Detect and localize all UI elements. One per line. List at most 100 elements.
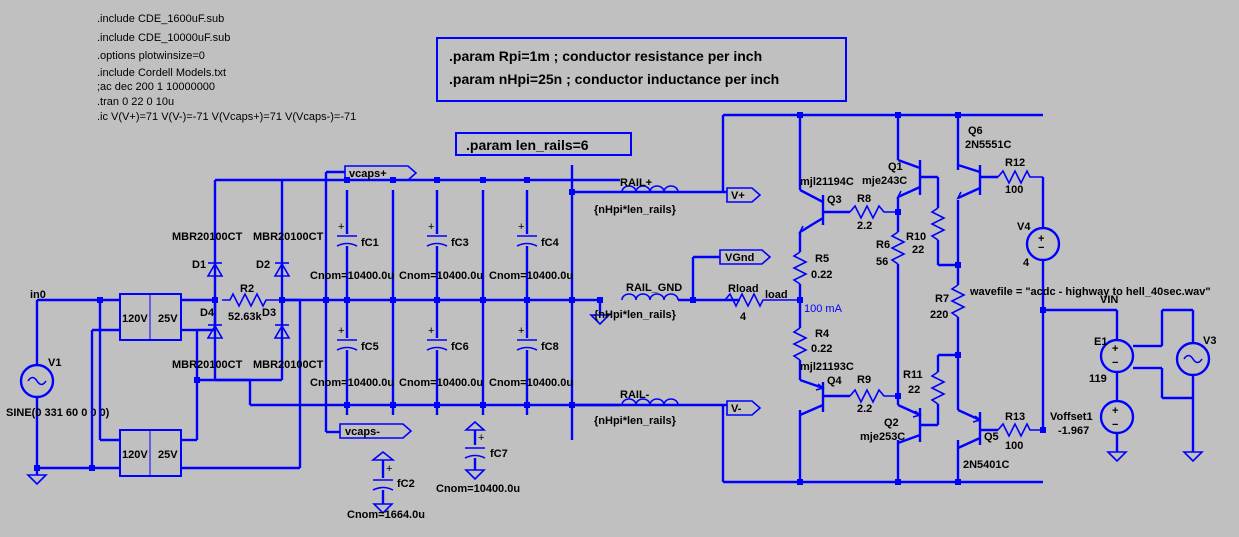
inductor-rail-plus[interactable]: RAIL+ {nHpi*len_rails} [594, 177, 727, 216]
capacitor-fc6[interactable]: + fC6 Cnom=10400.0u [399, 325, 483, 389]
inductor-rail-minus[interactable]: RAIL- {nHpi*len_rails} [572, 389, 727, 427]
capacitor-fc5[interactable]: + fC5 Cnom=10400.0u [310, 325, 394, 389]
capacitor-fc2[interactable]: + fC2 Cnom=1664.0u [347, 450, 425, 521]
net-flag-vplus[interactable]: V+ [726, 187, 762, 203]
source-voffset1[interactable]: + − Voffset1 -1.967 [1050, 399, 1135, 437]
transistor-q2[interactable]: Q2 mje253C [860, 403, 922, 445]
resistor-r5[interactable]: R5 0.22 [792, 251, 832, 285]
param-nhpi: .param nHpi=25n ; conductor inductance p… [449, 71, 779, 87]
directive-6: .tran 0 22 0 10u [97, 96, 174, 108]
svg-text:V1: V1 [48, 357, 61, 369]
net-vin: VIN [1100, 294, 1118, 306]
inductor-rail-gnd[interactable]: RAIL_GND {nHpi*len_rails} [594, 282, 682, 321]
svg-text:V3: V3 [1203, 335, 1216, 347]
svg-text:R7: R7 [935, 293, 949, 305]
svg-text:Cnom=10400.0u: Cnom=10400.0u [489, 377, 573, 389]
svg-text:vcaps+: vcaps+ [349, 168, 387, 180]
svg-text:V-: V- [731, 403, 742, 415]
svg-text:R10: R10 [906, 231, 926, 243]
transistor-q6[interactable]: Q6 2N5551C [956, 125, 1012, 200]
svg-text:R8: R8 [857, 193, 871, 205]
svg-text:4: 4 [740, 311, 747, 323]
resistor-rload[interactable]: Rload 4 [724, 283, 800, 323]
capacitor-fc7[interactable]: + fC7 Cnom=10400.0u [436, 420, 520, 495]
resistor-r12[interactable]: R12 100 [997, 157, 1043, 196]
transistor-q4[interactable]: Q4 mjl21193C [799, 361, 854, 417]
svg-text:fC8: fC8 [541, 341, 559, 353]
svg-text:+: + [1038, 233, 1044, 245]
junction-dots [34, 112, 1046, 485]
current-annotation: 100 mA [804, 303, 843, 315]
resistor-r6[interactable]: R6 56 [876, 231, 906, 268]
resistor-r8[interactable]: R8 2.2 [849, 193, 898, 232]
source-v3[interactable]: V3 [1175, 335, 1216, 377]
param-len-box[interactable] [455, 132, 632, 156]
transformer-1[interactable]: 120V 25V [119, 293, 182, 341]
transistor-q5[interactable]: Q5 2N5401C [957, 408, 1010, 471]
resistor-r10[interactable]: R10 22 [906, 207, 946, 256]
svg-text:100: 100 [1005, 184, 1023, 196]
svg-text:25V: 25V [158, 449, 178, 461]
transistor-q1[interactable]: Q1 mje243C [862, 158, 922, 199]
directive-4: .include Cordell Models.txt [97, 67, 226, 79]
resistor-r11[interactable]: R11 22 [903, 369, 946, 405]
svg-text:2N5551C: 2N5551C [965, 139, 1012, 151]
resistor-r2[interactable]: R2 52.63k [222, 283, 282, 323]
net-flag-vgnd[interactable]: VGnd [719, 249, 772, 265]
diode-d2[interactable]: D2 MBR20100CT [253, 231, 324, 277]
capacitor-fc4[interactable]: + fC4 Cnom=10400.0u [489, 221, 573, 282]
param-box[interactable] [436, 37, 847, 102]
svg-text:220: 220 [930, 309, 948, 321]
svg-text:fC7: fC7 [490, 448, 508, 460]
svg-text:fC2: fC2 [397, 478, 415, 490]
wavefile-label: wavefile = "acdc - highway to hell_40sec… [969, 286, 1211, 298]
directive-1: .include CDE_1600uF.sub [97, 13, 224, 25]
svg-text:vcaps-: vcaps- [345, 426, 380, 438]
svg-text:Q6: Q6 [968, 125, 983, 137]
svg-text:R9: R9 [857, 374, 871, 386]
svg-text:+: + [428, 221, 434, 233]
diode-d1[interactable]: D1 MBR20100CT [172, 231, 243, 277]
svg-text:{nHpi*len_rails}: {nHpi*len_rails} [594, 415, 677, 427]
svg-text:Cnom=10400.0u: Cnom=10400.0u [436, 483, 520, 495]
ground-icon [26, 474, 48, 486]
transformer-2[interactable]: 120V 25V [119, 429, 182, 477]
source-e1[interactable]: + − E1 119 [1089, 336, 1135, 385]
resistor-r4[interactable]: R4 0.22 [792, 327, 832, 361]
diode-d4[interactable]: D4 MBR20100CT [172, 307, 243, 371]
directive-7: .ic V(V+)=71 V(V-)=-71 V(Vcaps+)=71 V(Vc… [97, 111, 356, 123]
net-flag-vcaps-minus[interactable]: vcaps- [339, 423, 413, 439]
svg-text:56: 56 [876, 256, 888, 268]
svg-text:+: + [478, 432, 484, 444]
capacitor-fc3[interactable]: + fC3 Cnom=10400.0u [399, 221, 483, 282]
resistor-r7[interactable]: R7 220 [930, 284, 966, 321]
svg-text:+: + [386, 463, 392, 475]
svg-text:25V: 25V [158, 313, 178, 325]
bridge-rectifier [213, 178, 326, 382]
svg-text:MBR20100CT: MBR20100CT [253, 231, 324, 243]
capacitor-fc1[interactable]: + fC1 Cnom=10400.0u [310, 221, 394, 282]
svg-text:Cnom=1664.0u: Cnom=1664.0u [347, 509, 425, 521]
diode-d3[interactable]: D3 MBR20100CT [253, 307, 324, 371]
svg-text:V4: V4 [1017, 221, 1031, 233]
svg-text:R11: R11 [903, 369, 923, 381]
source-v1[interactable]: V1 SINE(0 331 60 0 0 0) [6, 300, 110, 475]
directive-2: .include CDE_10000uF.sub [97, 32, 230, 44]
capacitor-fc8[interactable]: + fC8 Cnom=10400.0u [489, 325, 573, 389]
svg-text:0.22: 0.22 [811, 269, 832, 281]
svg-text:R12: R12 [1005, 157, 1025, 169]
resistor-r13[interactable]: R13 100 [997, 411, 1043, 452]
net-flag-vminus[interactable]: V- [726, 400, 762, 416]
svg-text:MBR20100CT: MBR20100CT [172, 231, 243, 243]
source-v4[interactable]: − + V4 4 [1017, 221, 1061, 269]
svg-text:−: − [1112, 357, 1118, 369]
svg-text:{nHpi*len_rails}: {nHpi*len_rails} [594, 204, 677, 216]
net-flag-vcaps-plus[interactable]: vcaps+ [344, 165, 418, 181]
resistor-r9[interactable]: R9 2.2 [849, 374, 898, 415]
svg-text:2.2: 2.2 [857, 220, 872, 232]
svg-text:+: + [1112, 343, 1118, 355]
transistor-q3[interactable]: Q3 mjl21194C [798, 176, 854, 234]
svg-text:mjl21193C: mjl21193C [800, 361, 854, 373]
svg-text:D1: D1 [192, 259, 206, 271]
